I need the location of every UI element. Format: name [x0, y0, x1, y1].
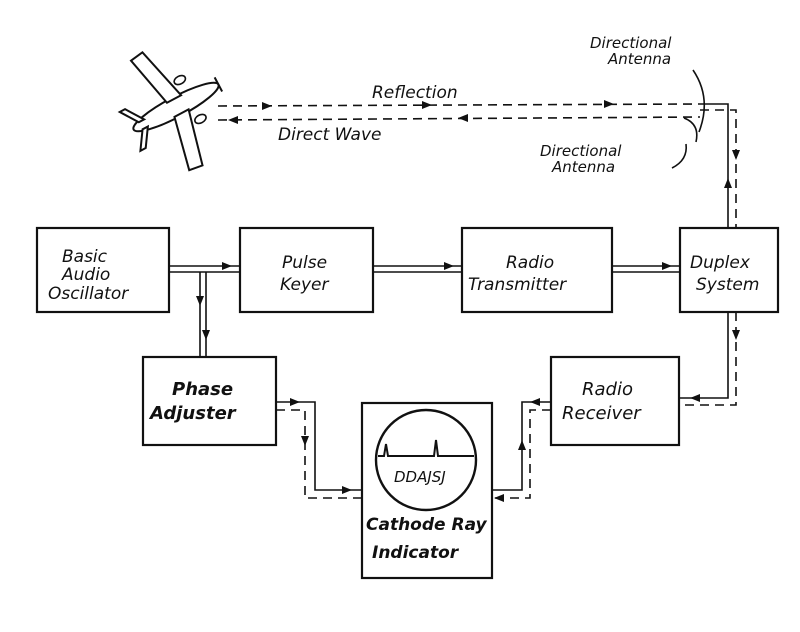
radio-receiver-label-1: Radio: [582, 379, 633, 400]
reflection-path: [217, 100, 701, 110]
cathode-ray-label-2: Indicator: [372, 543, 460, 563]
block-oscillator: [35, 226, 171, 314]
directional-antenna-top-label-1: Directional: [590, 34, 672, 52]
directional-antenna-bottom-label-2: Antenna: [551, 158, 615, 176]
pulse-keyer-label-2: Keyer: [280, 275, 330, 295]
wire-oscillator-to-phase: [196, 272, 210, 357]
block-radio-transmitter: [460, 226, 614, 314]
wire-receiver-to-indicator: [492, 398, 551, 502]
block-phase-adjuster: [141, 355, 278, 447]
radio-transmitter-label-1: Radio: [506, 253, 554, 273]
oscillator-label-1: Basic: [62, 247, 108, 267]
direct-wave-path: [217, 114, 701, 124]
phase-adjuster-label-2: Adjuster: [148, 403, 237, 424]
block-duplex-system: [678, 226, 780, 314]
directional-antenna-top-icon: [692, 69, 706, 133]
oscillator-label-2: Audio: [61, 265, 110, 285]
block-pulse-keyer: [238, 226, 375, 314]
phase-adjuster-label-1: Phase: [172, 379, 233, 400]
antenna-pointer-line: [671, 143, 688, 169]
wire-keyer-to-transmitter: [373, 262, 462, 273]
block-radio-receiver: [549, 355, 681, 447]
duplex-system-label-1: Duplex: [690, 253, 751, 273]
reflection-label: Reflection: [372, 83, 458, 103]
direct-wave-label: Direct Wave: [278, 125, 382, 145]
wire-duplex-to-receiver: [679, 312, 740, 406]
scope-screen: [374, 408, 478, 512]
cathode-ray-label-1: Cathode Ray: [366, 515, 488, 535]
radio-transmitter-label-2: Transmitter: [468, 275, 567, 295]
directional-antenna-top-label-2: Antenna: [607, 50, 671, 68]
directional-antenna-bottom-icon: [683, 117, 698, 143]
wire-oscillator-to-keyer: [169, 262, 240, 273]
scope-text: DDAJSJ: [394, 468, 446, 486]
pulse-keyer-label-1: Pulse: [282, 253, 327, 273]
wire-phase-to-indicator: [276, 398, 362, 499]
duplex-system-label-2: System: [696, 275, 759, 295]
directional-antenna-bottom-label-1: Directional: [540, 142, 622, 160]
oscillator-label-3: Oscillator: [48, 284, 129, 304]
radio-receiver-label-2: Receiver: [562, 403, 642, 424]
scope-trace: [378, 439, 474, 457]
wire-transmitter-to-duplex: [612, 262, 680, 273]
antenna-feed: [700, 103, 740, 228]
airplane-icon: [117, 51, 224, 172]
